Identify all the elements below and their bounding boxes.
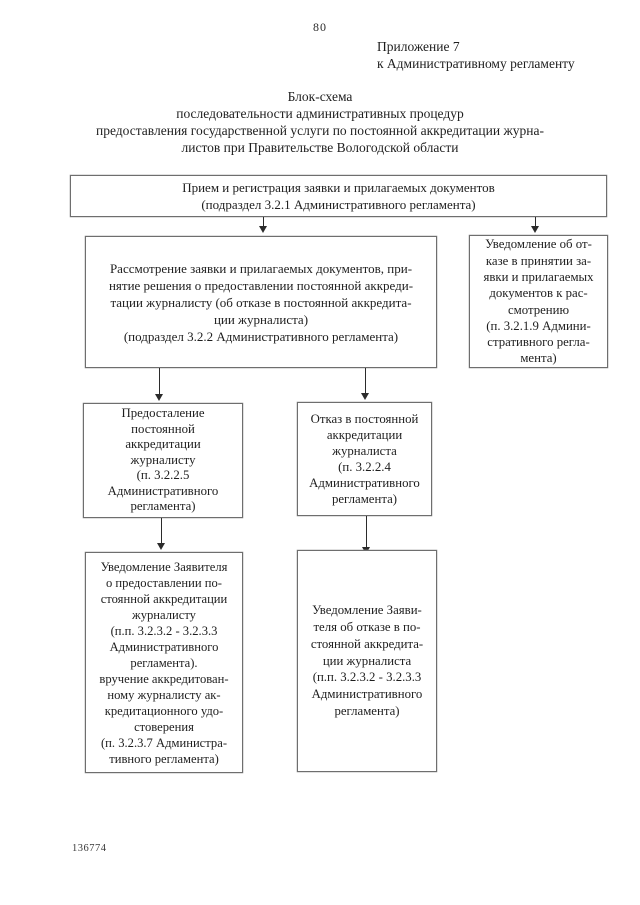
flow-box-reception: Прием и регистрация заявки и прилагаемых… <box>70 175 607 217</box>
document-title: Блок-схема последовательности администра… <box>96 89 544 155</box>
flow-box-refusal-notice: Уведомление Заяви- теля об отказе в по- … <box>297 550 437 772</box>
down-arrow-to-review <box>258 217 267 233</box>
down-arrow-to-grant-notice <box>156 518 165 550</box>
page-number: 80 <box>313 20 327 34</box>
down-arrow-to-reject-notice <box>530 217 539 233</box>
appendix-note: Приложение 7 к Административному регламе… <box>377 39 575 71</box>
flow-box-grant-notice: Уведомление Заявителя о предоставлении п… <box>85 552 243 773</box>
flow-box-review: Рассмотрение заявки и прилагаемых докуме… <box>85 236 437 368</box>
down-arrow-to-refusal <box>360 368 369 400</box>
flow-box-refusal: Отказ в постоянной аккредитации журналис… <box>297 402 432 516</box>
flow-box-reject-notice: Уведомление об от- казе в принятии за- я… <box>469 235 608 368</box>
down-arrow-to-grant <box>154 368 163 401</box>
footer-code: 136774 <box>72 843 107 854</box>
down-arrow-to-refusal-notice <box>361 516 370 554</box>
flow-box-grant: Предосталение постоянной аккредитации жу… <box>83 403 243 518</box>
